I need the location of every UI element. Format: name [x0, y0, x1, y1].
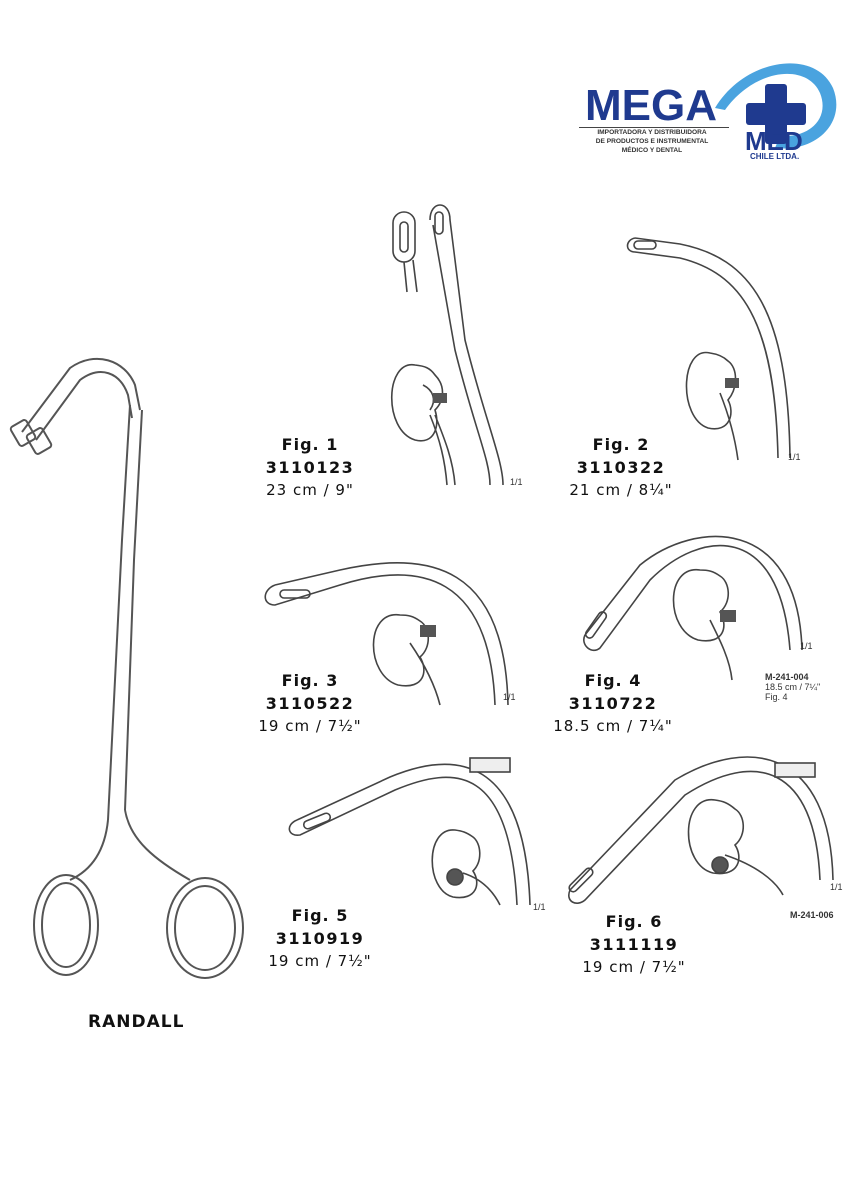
fig6-scale: 1/1	[830, 882, 843, 892]
fig5-size: 19 cm / 7½"	[268, 952, 372, 970]
fig4-size: 18.5 cm / 7¼"	[553, 717, 673, 735]
randall-forceps-illustration	[9, 358, 244, 979]
fig3-code: 3110522	[265, 694, 355, 713]
logo-brand: MEGA	[585, 81, 717, 130]
logo-tagline-2: DE PRODUCTOS E INSTRUMENTAL	[595, 138, 709, 145]
fig4-catalog-fig: Fig. 4	[765, 692, 788, 702]
fig6-catalog-note: M-241-006	[790, 910, 834, 920]
fig2-size: 21 cm / 8¼"	[569, 481, 673, 499]
product-title: RANDALL	[88, 1012, 185, 1032]
fig2-label: Fig. 2	[592, 435, 650, 454]
fig5-caption: Fig. 5 3110919 19 cm / 7½"	[240, 905, 400, 972]
logo-swoosh-icon	[715, 63, 837, 149]
fig4-scale: 1/1	[800, 641, 813, 651]
fig5-label: Fig. 5	[291, 906, 349, 925]
fig1-instrument-drawing	[390, 204, 504, 486]
fig6-size: 19 cm / 7½"	[582, 958, 686, 976]
fig3-label: Fig. 3	[281, 671, 339, 690]
fig1-scale: 1/1	[510, 477, 523, 487]
fig2-scale: 1/1	[788, 452, 801, 462]
fig4-code: 3110722	[568, 694, 658, 713]
megamed-logo: MEGA IMPORTADORA Y DISTRIBUIDORA DE PROD…	[575, 48, 840, 168]
fig3-instrument-drawing	[264, 562, 509, 706]
fig4-instrument-drawing	[583, 535, 803, 681]
logo-tagline-3: MÉDICO Y DENTAL	[621, 147, 683, 154]
fig2-code: 3110322	[576, 458, 666, 477]
fig2-caption: Fig. 2 3110322 21 cm / 8¼"	[541, 434, 701, 501]
fig6-label: Fig. 6	[605, 912, 663, 931]
logo-tagline-1: IMPORTADORA Y DISTRIBUIDORA	[597, 129, 707, 136]
fig5-scale: 1/1	[533, 902, 546, 912]
fig4-catalog-ref: M-241-004	[765, 672, 809, 682]
fig1-label: Fig. 1	[281, 435, 339, 454]
fig1-caption: Fig. 1 3110123 23 cm / 9"	[230, 434, 390, 501]
fig3-size: 19 cm / 7½"	[258, 717, 362, 735]
fig4-catalog-note: M-241-004 18.5 cm / 7¼" Fig. 4	[765, 672, 820, 702]
fig3-caption: Fig. 3 3110522 19 cm / 7½"	[230, 670, 390, 737]
logo-brand-sub: MED	[745, 126, 803, 156]
logo-divider	[579, 127, 729, 128]
fig5-code: 3110919	[275, 929, 365, 948]
fig4-catalog-size: 18.5 cm / 7¼"	[765, 682, 821, 692]
fig4-caption: Fig. 4 3110722 18.5 cm / 7¼"	[533, 670, 693, 737]
fig2-instrument-drawing	[626, 237, 791, 461]
fig6-caption: Fig. 6 3111119 19 cm / 7½"	[554, 911, 714, 978]
fig6-code: 3111119	[589, 935, 679, 954]
fig6-instrument-drawing	[568, 756, 834, 904]
fig1-code: 3110123	[265, 458, 355, 477]
logo-company: CHILE LTDA.	[750, 152, 800, 161]
fig6-catalog-ref: M-241-006	[790, 910, 834, 920]
fig4-label: Fig. 4	[584, 671, 642, 690]
fig3-scale: 1/1	[503, 692, 516, 702]
fig5-instrument-drawing	[288, 757, 531, 906]
fig1-size: 23 cm / 9"	[266, 481, 354, 499]
